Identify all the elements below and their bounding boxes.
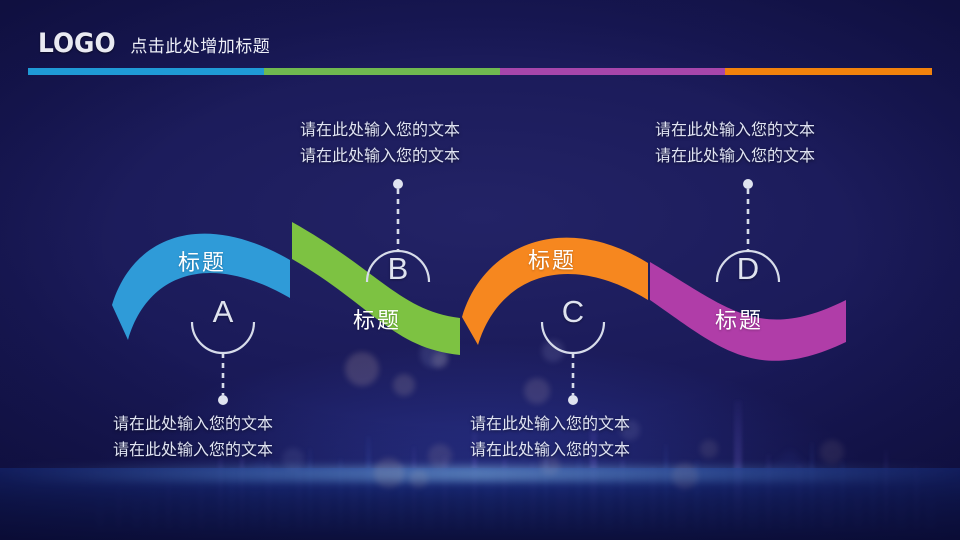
marker-d-graphic — [715, 179, 781, 283]
marker-d[interactable]: D — [703, 178, 793, 308]
marker-b-graphic — [365, 179, 431, 283]
logo-text: LOGO — [38, 28, 116, 59]
wave-band-d[interactable] — [650, 262, 846, 361]
band-label-c[interactable]: 标题 — [528, 248, 577, 273]
header-rule-segment-orange — [725, 68, 932, 75]
header-rule-segment-green — [264, 68, 500, 75]
logo-title-row: LOGO 点击此处增加标题 — [38, 28, 270, 59]
header-rule-segment-blue — [28, 68, 264, 75]
body-text-a[interactable]: 请在此处输入您的文本 请在此处输入您的文本 — [113, 412, 273, 464]
wave-band-c[interactable] — [462, 237, 648, 345]
marker-c-letter: C — [561, 294, 585, 329]
body-text-a-line2: 请在此处输入您的文本 — [113, 442, 274, 459]
body-text-c-line1: 请在此处输入您的文本 — [470, 416, 631, 433]
marker-b[interactable]: B — [353, 178, 443, 308]
marker-c-graphic — [540, 321, 606, 405]
wave-band-b[interactable] — [292, 222, 460, 355]
page-title[interactable]: 点击此处增加标题 — [130, 37, 271, 56]
body-text-d[interactable]: 请在此处输入您的文本 请在此处输入您的文本 — [655, 118, 815, 170]
body-text-b-line2: 请在此处输入您的文本 — [300, 148, 461, 165]
header-rule-segment-purple — [500, 68, 725, 75]
marker-c[interactable]: C — [528, 294, 618, 430]
marker-a-letter: A — [212, 294, 234, 329]
body-text-d-line2: 请在此处输入您的文本 — [655, 148, 816, 165]
body-text-c[interactable]: 请在此处输入您的文本 请在此处输入您的文本 — [470, 412, 630, 464]
body-text-b[interactable]: 请在此处输入您的文本 请在此处输入您的文本 — [300, 118, 460, 170]
body-text-b-line1: 请在此处输入您的文本 — [300, 122, 461, 139]
body-text-c-line2: 请在此处输入您的文本 — [470, 442, 631, 459]
marker-b-letter: B — [387, 251, 409, 286]
marker-a[interactable]: A — [178, 294, 268, 430]
body-text-d-line1: 请在此处输入您的文本 — [655, 122, 816, 139]
marker-d-letter: D — [736, 251, 760, 286]
marker-a-graphic — [190, 321, 256, 405]
body-text-a-line1: 请在此处输入您的文本 — [113, 416, 274, 433]
band-label-a[interactable]: 标题 — [178, 250, 227, 275]
band-label-b[interactable]: 标题 — [353, 308, 402, 333]
wave-band-a[interactable] — [112, 233, 290, 340]
slide-header: LOGO 点击此处增加标题 — [0, 0, 960, 82]
band-label-d[interactable]: 标题 — [715, 308, 764, 333]
